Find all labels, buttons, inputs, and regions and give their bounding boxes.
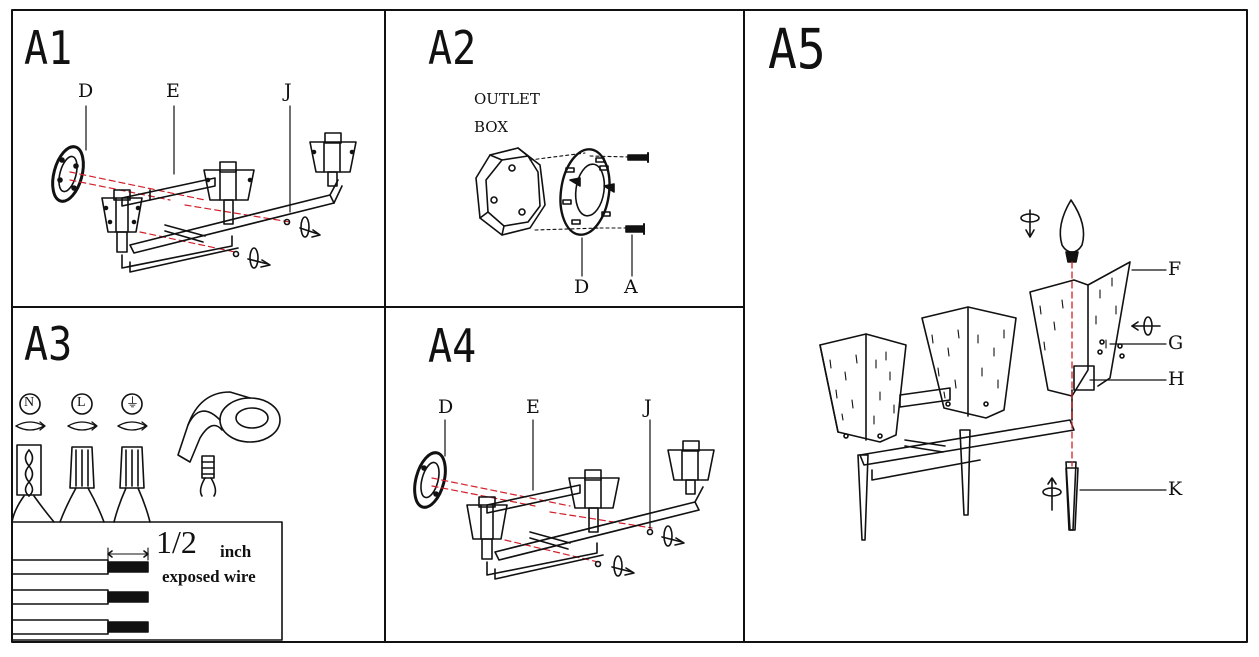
a5-label-g: G [1168, 332, 1184, 354]
strip-length-box [11, 521, 283, 641]
a5-assembly-diagram [819, 199, 1167, 541]
a4-screw-rotation-icon [646, 525, 685, 547]
a1-middle-cup [203, 161, 255, 225]
a4-mounting-plate [413, 451, 447, 509]
a1-mounting-plate [51, 145, 85, 203]
a1-arm-diagram [51, 105, 357, 273]
a4-label-d: D [438, 396, 454, 418]
a5-middle-shade [921, 306, 1017, 419]
ground-symbol-circle [121, 393, 143, 415]
finial-rotation-icon [1042, 477, 1062, 511]
a1-left-cup [101, 189, 143, 253]
a3-wiring-diagram [11, 391, 283, 641]
live-symbol: L [77, 395, 86, 410]
a2-screws [625, 152, 649, 235]
strip-length-value: 1/2 [156, 524, 197, 560]
twisted-wires [16, 444, 42, 497]
a4-right-cup [667, 440, 715, 495]
a2-alignment-lines [529, 152, 631, 231]
a5-finials [857, 429, 1077, 541]
a2-outlet-box-diagram [475, 147, 649, 277]
panel-a2-title: A2 [428, 22, 477, 76]
a4-left-cup [466, 496, 508, 560]
a1-label-d: D [78, 80, 94, 102]
a5-right-shade [1029, 261, 1131, 397]
finial-k [1065, 467, 1079, 531]
screw-g-rotation-icon [1131, 316, 1161, 336]
a4-label-j: J [644, 396, 652, 418]
panel-borders [11, 9, 1248, 643]
a4-backplate [486, 484, 581, 514]
a2-leaders [581, 234, 633, 277]
outlet-box-label-line2: BOX [474, 118, 509, 136]
a1-screw-rotation-icon [283, 216, 321, 238]
electrical-tape-roll [177, 391, 281, 463]
a5-label-f: F [1168, 258, 1182, 280]
a5-leaders [1079, 269, 1167, 491]
a1-leaders [85, 105, 291, 213]
live-symbol-circle [71, 393, 93, 415]
stripped-wires [11, 547, 149, 635]
a4-leaders [444, 419, 651, 529]
a4-screw-rotation-icon-2 [594, 555, 635, 577]
a1-backplate [121, 177, 216, 207]
strip-length-unit: inch [220, 542, 252, 561]
a1-guide-lines [69, 171, 291, 253]
panel-a1-title: A1 [24, 22, 73, 76]
panel-a4-title: A4 [428, 320, 477, 374]
ground-symbol: ⏚ [126, 395, 140, 410]
a4-arm-diagram [413, 419, 715, 580]
candle-bulb [1059, 199, 1085, 263]
a5-label-h: H [1168, 368, 1185, 390]
a1-label-e: E [166, 80, 180, 102]
neutral-symbol: N [24, 395, 35, 410]
panel-a3-title: A3 [24, 318, 73, 372]
outlet-box [475, 147, 546, 236]
twist-arrow-icons [15, 421, 148, 431]
strip-length-caption: exposed wire [162, 567, 256, 586]
taped-wire-joint [199, 455, 217, 497]
wire-nut-ground [119, 446, 145, 489]
a2-label-a: A [624, 276, 638, 298]
a2-mounting-plate [559, 148, 615, 236]
panel-a5-title: A5 [768, 17, 826, 82]
wire-nut-live [69, 446, 95, 489]
a1-right-cup [309, 132, 357, 187]
a1-screw-rotation-icon-2 [232, 247, 271, 269]
a1-label-j: J [284, 80, 292, 102]
wire-leads [11, 487, 151, 523]
neutral-symbol-circle [19, 393, 41, 415]
a1-arm [121, 179, 343, 273]
outlet-box-label-line1: OUTLET [474, 90, 540, 108]
a4-label-e: E [526, 396, 540, 418]
a4-arm [486, 486, 704, 580]
a4-middle-cup [568, 469, 620, 533]
bulb-rotation-icon [1020, 209, 1040, 238]
a2-label-d: D [574, 276, 590, 298]
a5-label-k: K [1168, 478, 1183, 500]
a5-left-shade [819, 333, 907, 443]
a5-arm [859, 387, 1075, 481]
